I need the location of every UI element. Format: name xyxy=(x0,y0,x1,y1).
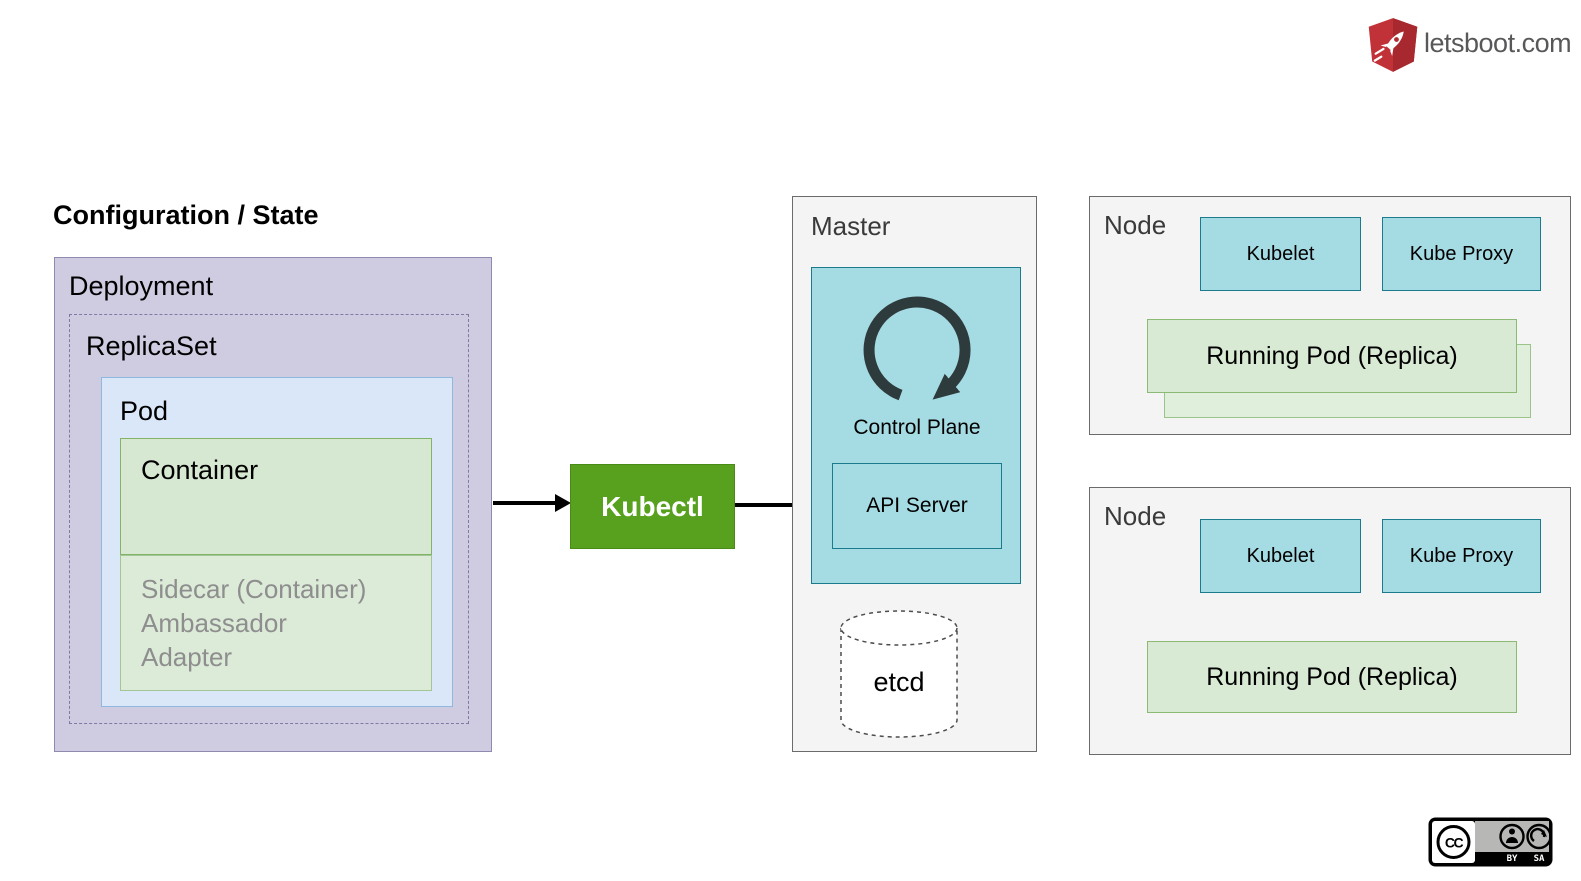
pod-box: Pod Container Sidecar (Container) Ambass… xyxy=(101,377,453,707)
sidecar-line: Ambassador xyxy=(141,608,287,638)
cc-by-sa-license-badge: CC BY SA xyxy=(1428,817,1553,867)
master-box: Master Control Plane API Server etcd xyxy=(792,196,1037,752)
replicaset-label: ReplicaSet xyxy=(86,331,217,361)
node-label: Node xyxy=(1104,501,1167,531)
arrow-config-to-kubectl xyxy=(493,501,555,505)
diagram-title: Configuration / State xyxy=(53,200,319,230)
kubelet-label: Kubelet xyxy=(1246,242,1315,265)
api-server-label: API Server xyxy=(866,494,968,517)
etcd-label: etcd xyxy=(873,667,924,697)
kube-proxy-label: Kube Proxy xyxy=(1409,544,1514,567)
etcd-cylinder: etcd xyxy=(840,610,958,738)
kube-proxy-label: Kube Proxy xyxy=(1409,242,1514,265)
cc-logo-icon: CC xyxy=(1445,835,1464,851)
cc-sa-arrow-icon xyxy=(1526,823,1552,850)
kubectl-label: Kubectl xyxy=(601,490,704,522)
running-pod-label: Running Pod (Replica) xyxy=(1206,662,1458,691)
kubelet-box: Kubelet xyxy=(1200,217,1361,291)
kube-proxy-box: Kube Proxy xyxy=(1382,217,1541,291)
cc-by-text: BY xyxy=(1507,854,1518,864)
kubelet-label: Kubelet xyxy=(1246,544,1315,567)
letsboot-shield-logo-icon xyxy=(1368,18,1418,72)
running-pod-box: Running Pod (Replica) xyxy=(1147,641,1517,713)
api-server-box: API Server xyxy=(832,463,1002,549)
control-plane-box: Control Plane API Server xyxy=(811,267,1021,584)
kubectl-box: Kubectl xyxy=(570,464,735,549)
arrowhead-icon xyxy=(555,494,571,512)
kube-proxy-box: Kube Proxy xyxy=(1382,519,1541,593)
sidecar-box: Sidecar (Container) Ambassador Adapter xyxy=(120,555,432,691)
container-box: Container xyxy=(120,438,432,555)
node-box-2: Node Kubelet Kube Proxy Running Pod (Rep… xyxy=(1089,487,1571,755)
letsboot-brand-text: letsboot.com xyxy=(1424,28,1572,58)
container-label: Container xyxy=(141,455,259,485)
cc-sa-text: SA xyxy=(1534,854,1545,864)
replicaset-box: ReplicaSet Pod Container Sidecar (Contai… xyxy=(69,314,469,724)
sidecar-line: Sidecar (Container) xyxy=(141,574,367,604)
pod-label: Pod xyxy=(120,396,169,426)
rotate-arrow-icon xyxy=(863,296,971,401)
sidecar-line: Adapter xyxy=(141,642,233,672)
arrow-kubectl-to-apiserver xyxy=(735,503,814,507)
kubelet-box: Kubelet xyxy=(1200,519,1361,593)
deployment-label: Deployment xyxy=(69,271,214,301)
running-pod-label: Running Pod (Replica) xyxy=(1206,341,1458,370)
node-box-1: Node Kubelet Kube Proxy Running Pod (Rep… xyxy=(1089,196,1571,435)
master-label: Master xyxy=(811,211,891,241)
running-pod-box: Running Pod (Replica) xyxy=(1147,319,1517,393)
node-label: Node xyxy=(1104,210,1167,240)
deployment-box: Deployment ReplicaSet Pod Container Side… xyxy=(54,257,492,752)
control-plane-label: Control Plane xyxy=(853,416,981,439)
cc-by-person-icon xyxy=(1499,823,1525,850)
